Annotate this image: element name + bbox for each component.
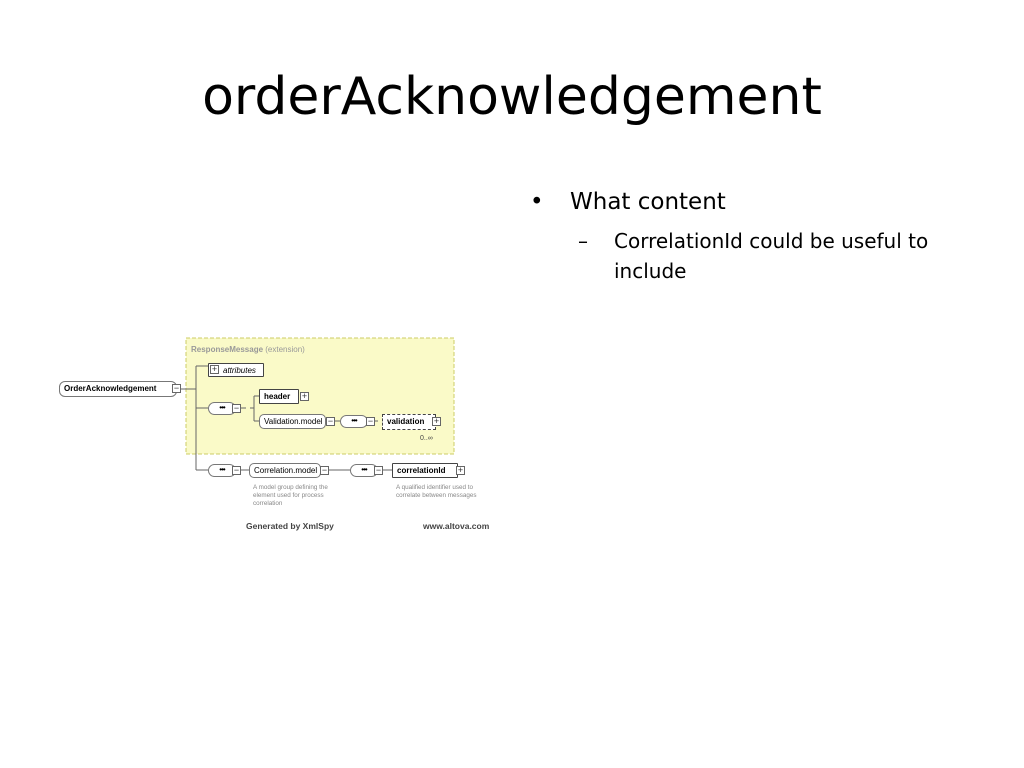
validation-cardinality: 0..∞ xyxy=(420,435,433,442)
correlation-model-node: Correlation.model xyxy=(249,463,321,478)
header-expand-icon[interactable]: + xyxy=(300,391,309,401)
sequence-collapse-icon[interactable]: − xyxy=(232,403,241,413)
correlation-id-label: correlationId xyxy=(397,466,446,475)
correlation-model-collapse-icon[interactable]: − xyxy=(320,465,329,475)
root-element-node: OrderAcknowledgement xyxy=(59,381,177,397)
attributes-expand-icon[interactable]: + xyxy=(210,364,219,374)
bullet-marker: • xyxy=(530,189,544,215)
correlation-model-label: Correlation.model xyxy=(254,466,318,475)
extension-base-name: ResponseMessage xyxy=(191,345,264,354)
validation-label: validation xyxy=(387,417,425,426)
sub-bullet-text: CorrelationId could be useful to include xyxy=(614,229,929,283)
attributes-node: attributes xyxy=(208,363,264,377)
validation-expand-icon[interactable]: + xyxy=(432,416,441,426)
bullet-list: • What content – CorrelationId could be … xyxy=(530,186,1000,286)
sequence-collapse-icon[interactable]: − xyxy=(374,465,383,475)
bullet-text: What content xyxy=(570,189,726,215)
sub-bullet-marker: – xyxy=(578,229,588,253)
validation-model-label: Validation.model xyxy=(264,417,323,426)
sequence-collapse-icon[interactable]: − xyxy=(232,465,241,475)
validation-model-collapse-icon[interactable]: − xyxy=(326,416,335,426)
sequence-collapse-icon[interactable]: − xyxy=(366,416,375,426)
sequence-indicator: ••• xyxy=(340,415,368,428)
generated-by-label: Generated by XmlSpy xyxy=(246,521,334,531)
sub-bullet-item: – CorrelationId could be useful to inclu… xyxy=(530,226,1000,286)
correlation-id-node: correlationId xyxy=(392,463,458,478)
bullet-item: • What content xyxy=(530,186,1000,218)
correlation-id-note: A qualified identifier used to correlate… xyxy=(396,484,477,499)
header-label: header xyxy=(264,392,291,401)
extension-label: ResponseMessage (extension) xyxy=(191,346,305,354)
validation-model-node: Validation.model xyxy=(259,414,326,429)
slide-title: orderAcknowledgement xyxy=(202,67,822,127)
validation-element-node: validation xyxy=(382,414,436,430)
correlation-id-expand-icon[interactable]: + xyxy=(456,465,465,475)
attributes-label: attributes xyxy=(223,366,256,375)
extension-qualifier: (extension) xyxy=(265,345,305,354)
schema-diagram: ResponseMessage (extension) OrderAcknowl… xyxy=(56,336,502,536)
correlation-model-note: A model group defining the element used … xyxy=(253,484,328,507)
root-collapse-icon[interactable]: − xyxy=(172,383,181,393)
extension-box xyxy=(185,337,455,455)
header-element-node: header xyxy=(259,389,299,404)
diagram-connectors xyxy=(180,337,455,471)
altova-link[interactable]: www.altova.com xyxy=(423,521,490,531)
root-element-label: OrderAcknowledgement xyxy=(64,384,157,393)
